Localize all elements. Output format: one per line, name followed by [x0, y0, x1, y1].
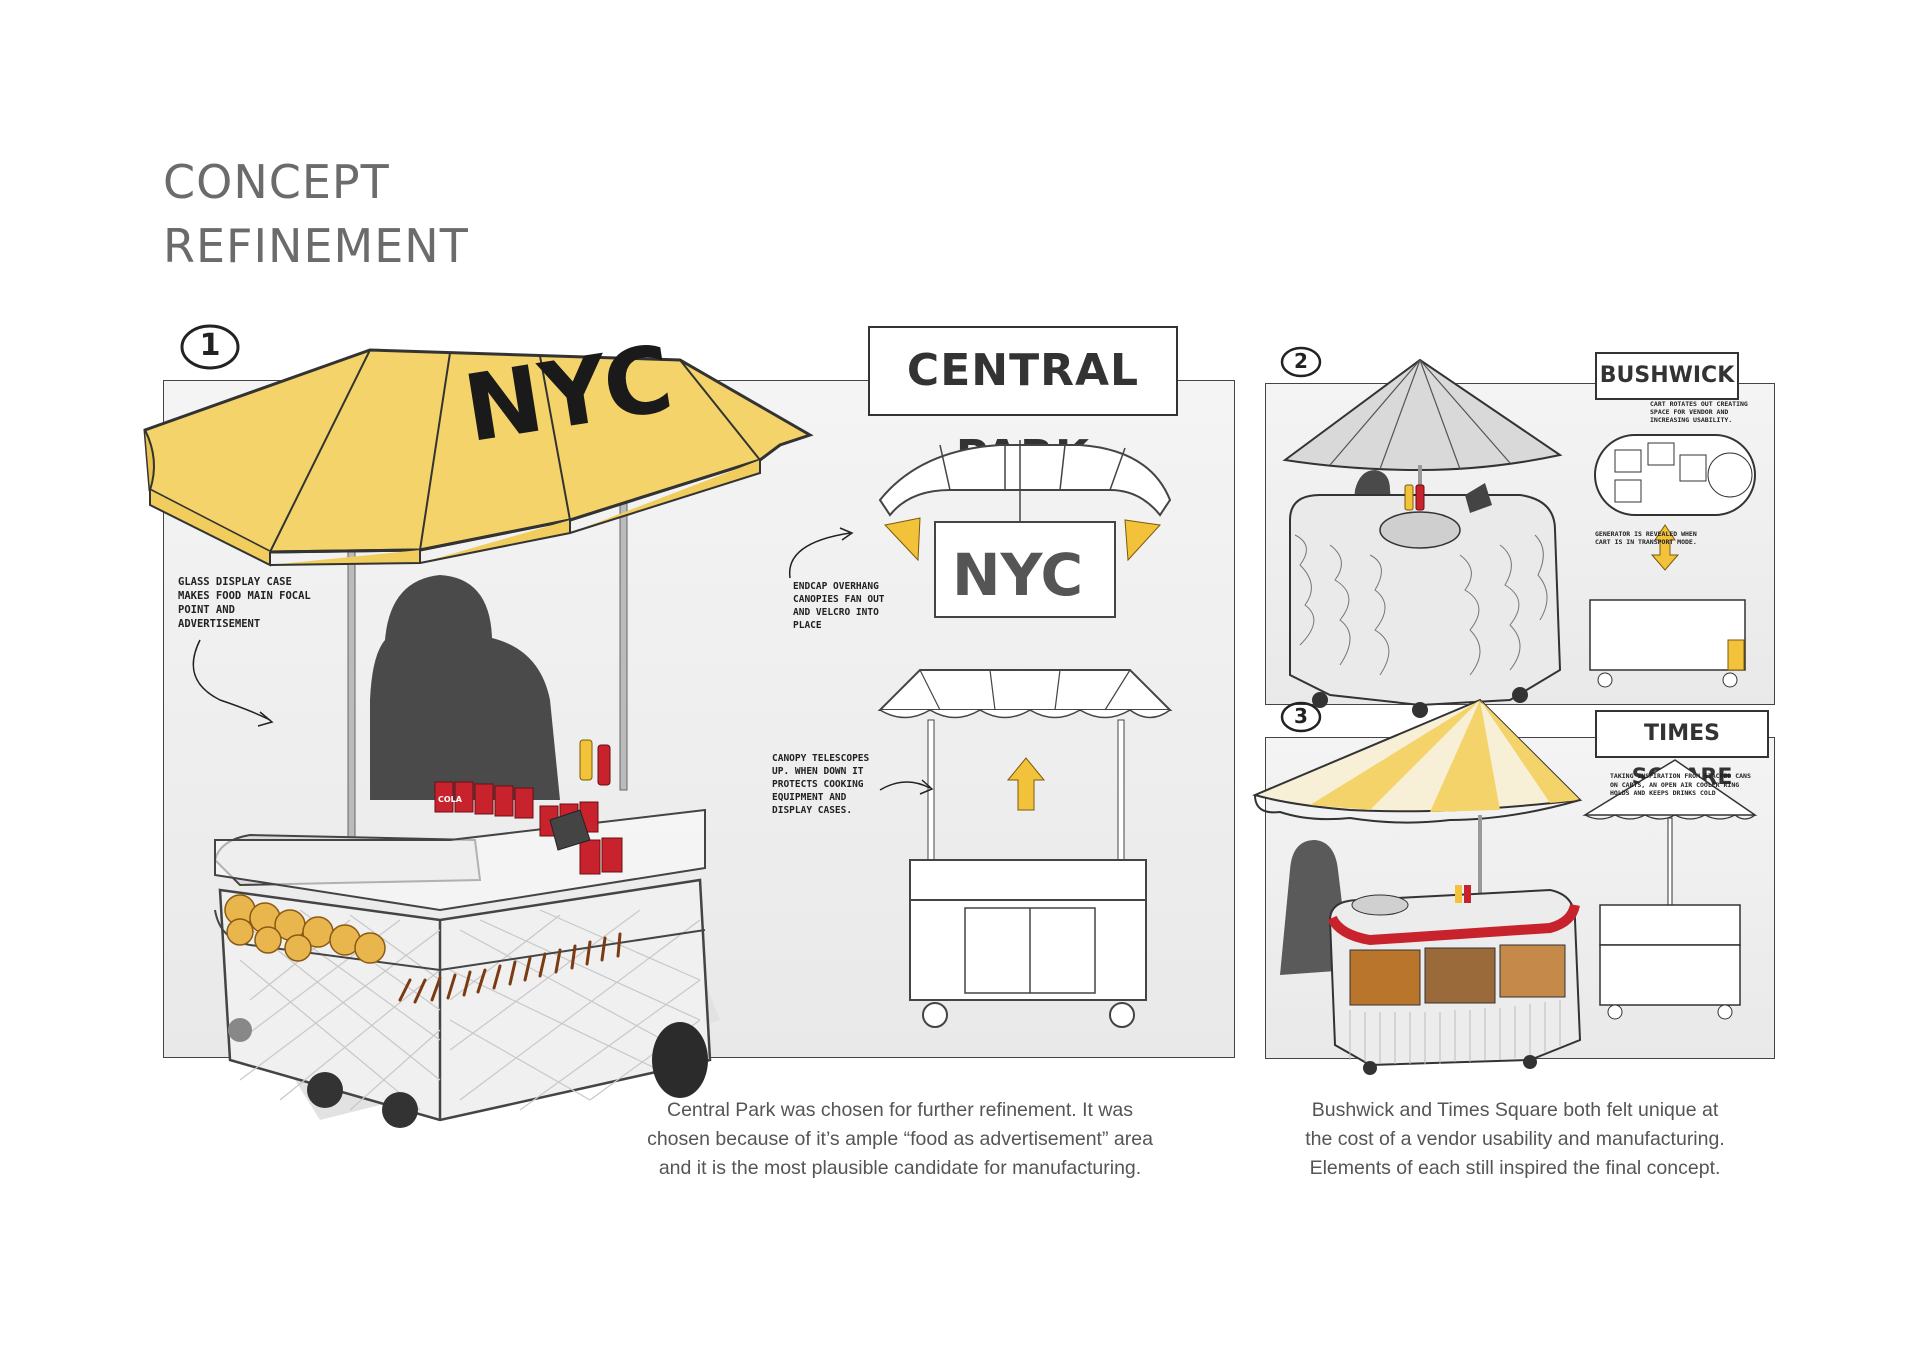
- right-caption-line: the cost of a vendor usability and manuf…: [1305, 1128, 1725, 1150]
- note-cart-rotates: CART ROTATES OUT CREATING SPACE FOR VEND…: [1650, 400, 1748, 424]
- bushwick-title: BUSHWICK: [1599, 363, 1735, 388]
- central-park-caption: Central Park was chosen for further refi…: [590, 1096, 1210, 1183]
- telescope-up-arrow-icon: [1006, 757, 1046, 811]
- note-open-air-cooler: TAKING INSPIRATION FROM STACKED CANS ON …: [1610, 772, 1751, 797]
- central-park-cart-illustration: NYC COLA: [143, 325, 814, 1128]
- can-label: COLA: [438, 795, 463, 804]
- central-park-sketches: NYC: [877, 440, 1173, 1028]
- concept-1-number-badge: 1: [178, 322, 242, 372]
- note-generator-revealed: GENERATOR IS REVEALED WHEN CART IS IN TR…: [1595, 530, 1697, 546]
- note-glass-display-case: GLASS DISPLAY CASE MAKES FOOD MAIN FOCAL…: [178, 576, 311, 630]
- note-arrow-icon: [879, 779, 934, 795]
- note-endcap-canopies: ENDCAP OVERHANG CANOPIES FAN OUT AND VEL…: [793, 581, 885, 631]
- bushwick-label: BUSHWICK: [1595, 352, 1739, 400]
- rotate-arrow-icon: [1650, 524, 1680, 571]
- note-canopy-telescopes: CANOPY TELESCOPES UP. WHEN DOWN IT PROTE…: [772, 753, 870, 816]
- concept-3-number-badge: 3: [1278, 700, 1324, 734]
- note-arrow-icon: [192, 639, 274, 727]
- concept-2-number-badge: 2: [1278, 345, 1324, 379]
- soda-cans: [434, 781, 623, 875]
- hand-circle-icon: [180, 324, 240, 370]
- central-park-caption-line: Central Park was chosen for further refi…: [666, 1099, 1134, 1121]
- page-title-line2: REFINEMENT: [163, 219, 469, 273]
- times-square-cart-illustration: [1251, 698, 1758, 1075]
- hand-circle-icon: [1280, 701, 1322, 733]
- hand-circle-icon: [1280, 346, 1322, 378]
- banner-logo: NYC: [952, 541, 1083, 609]
- note-arrow-icon: [788, 527, 854, 579]
- concept-2-number: 2: [1294, 349, 1308, 373]
- concept-1-number: 1: [199, 328, 221, 363]
- page-title: CONCEPT REFINEMENT: [163, 150, 469, 278]
- page-title-line1: CONCEPT: [163, 155, 390, 209]
- fan-arrow-left-icon: [884, 517, 921, 562]
- central-park-label: CENTRAL PARK: [868, 326, 1178, 482]
- concept-3-number: 3: [1294, 704, 1308, 728]
- bushwick-cart-illustration: [1282, 358, 1756, 718]
- right-caption-line: Bushwick and Times Square both felt uniq…: [1311, 1099, 1719, 1121]
- fan-arrow-right-icon: [1124, 519, 1162, 562]
- central-park-caption-line: and it is the most plausible candidate f…: [658, 1157, 1142, 1179]
- right-caption: Bushwick and Times Square both felt uniq…: [1240, 1096, 1790, 1183]
- right-caption-line: Elements of each still inspired the fina…: [1309, 1157, 1721, 1179]
- central-park-caption-line: chosen because of it’s ample “food as ad…: [647, 1128, 1153, 1150]
